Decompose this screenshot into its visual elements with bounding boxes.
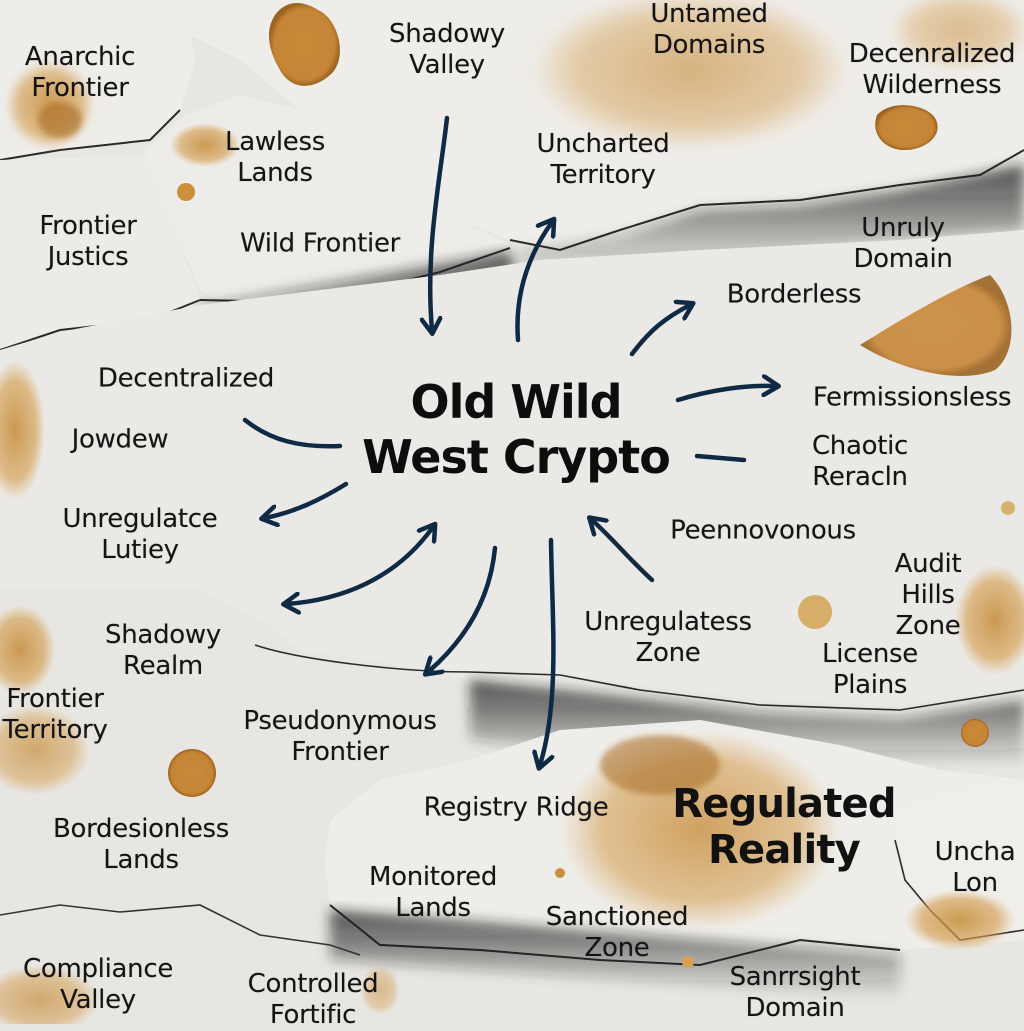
map-label-lawless-lands: Lawless Lands [225,126,325,188]
arrow-to-fermissionless-icon [675,386,775,403]
map-label-monitored-lands: Monitored Lands [368,861,498,923]
arrow-to-chaotic-reracln-icon [694,453,747,463]
map-label-peennovonous: Peennovonous [670,515,856,546]
arrow-to-registry-ridge-icon [540,537,556,765]
map-label-anarchic-frontier: Anarchic Frontier [24,41,136,103]
map-label-chaotic-reracln: Chaotic Reracln [811,430,909,492]
map-label-unregulatess-zone: Unregulatess Zone [584,606,752,668]
map-label-frontier-justics: Frontier Justics [39,210,137,272]
arrow-to-pseudonymous-icon [428,545,498,672]
arrow-to-borderless-icon [629,305,690,357]
arrow-to-unregulatce-icon [265,481,349,518]
map-label-shadowy-realm: Shadowy Realm [105,619,221,681]
map-label-frontier-territory: Frontier Territory [2,683,108,745]
map-label-decenralized-wilderness: Decenralized Wilderness [848,38,1016,100]
map-label-pseudonymous-frontier: Pseudonymous Frontier [243,705,437,767]
map-label-borderless: Borderless [726,279,862,310]
central-title: Old Wild West Crypto [362,374,671,484]
map-label-unregulatce-lutiey: Unregulatce Lutiey [62,503,218,565]
map-label-license-plains: License Plains [822,638,918,700]
map-label-compliance-valley: Compliance Valley [22,953,174,1015]
secondary-title: Regulated Reality [672,781,896,873]
arrow-double-shadowy-realm-icon [287,527,433,604]
map-label-unruly-domain: Unruly Domain [853,212,953,274]
map-label-controlled-fortific: Controlled Fortific [247,968,379,1030]
map-label-jowdew: Jowdew [71,424,169,455]
arrow-from-decentralized-icon [242,417,343,449]
arrow-layer [242,115,775,765]
map-label-audit-hills-zone: Audit Hills Zone [894,549,962,642]
torn-paper-pieces [0,109,1024,1000]
map-label-bordesionless-lands: Bordesionless Lands [52,813,230,875]
map-label-sanctioned-zone: Sanctioned Zone [545,901,689,963]
map-label-uncharted-territory: Uncharted Territory [536,128,670,190]
map-label-sanrrsight-domain: Sanrrsight Domain [729,961,861,1023]
map-label-untamed-domains: Untamed Domains [650,0,768,60]
map-label-decentralized: Decentralized [97,363,275,394]
map-label-registry-ridge: Registry Ridge [423,792,609,823]
arrow-from-shadowy-valley-icon [430,115,450,330]
map-label-wild-frontier: Wild Frontier [239,228,401,259]
map-label-unchartered-lands: Uncha Lon [934,836,1016,898]
map-label-shadowy-valley: Shadowy Valley [389,18,505,80]
arrow-from-unregulatess-zone-icon [592,520,655,583]
map-label-fermissionless: Fermissionsless [812,382,1012,413]
arrow-to-uncharted-territory-icon [515,222,552,343]
